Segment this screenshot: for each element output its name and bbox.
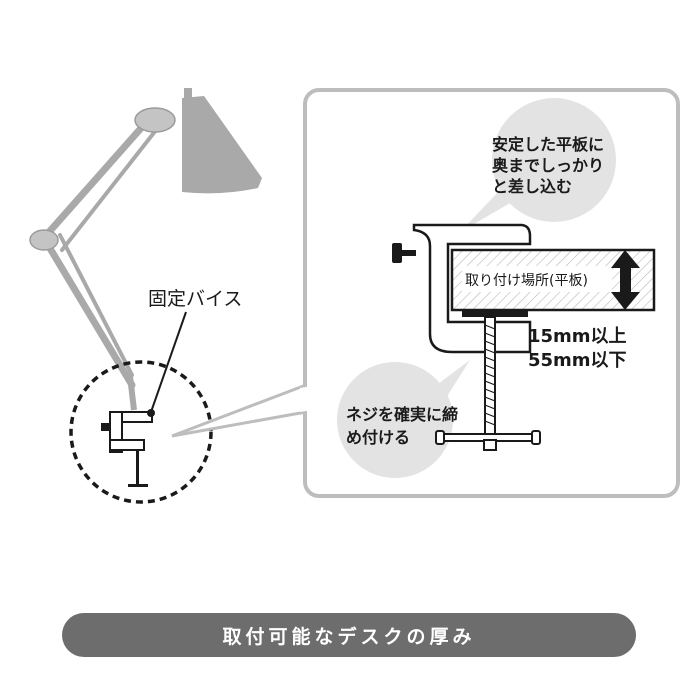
- screw-note-line-2: め付ける: [346, 428, 410, 447]
- large-clamp-illustration: [392, 223, 541, 451]
- vise-label: 固定バイス: [148, 288, 242, 310]
- insert-note-line-2: 奥までしっかり: [492, 156, 604, 175]
- insert-note-bubble: [460, 98, 616, 232]
- insert-note-text: 安定した平板に 奥までしっかり と差し込む: [492, 135, 610, 196]
- desk-lamp-illustration: [29, 88, 262, 389]
- caption-text: 取付可能なデスクの厚み: [222, 625, 476, 648]
- thickness-arrow: [611, 250, 640, 310]
- screw-note-line-1: ネジを確実に締: [346, 405, 458, 424]
- small-clamp-illustration: [101, 375, 155, 487]
- zoom-connector: [171, 382, 308, 438]
- vise-magnifier-circle: [69, 360, 213, 504]
- vise-pointer-line: [150, 311, 187, 413]
- caption-bar: 取付可能なデスクの厚み: [62, 613, 636, 657]
- board-label: 取り付け場所(平板): [465, 273, 588, 289]
- screw-note-text: ネジを確実に締 め付ける: [346, 405, 464, 447]
- screw-note-bubble: [337, 360, 470, 478]
- insert-note-line-1: 安定した平板に: [492, 135, 604, 154]
- thickness-min-label: 15mm以上: [528, 326, 627, 347]
- insert-note-line-3: と差し込む: [492, 177, 572, 196]
- thickness-max-label: 55mm以下: [528, 350, 627, 371]
